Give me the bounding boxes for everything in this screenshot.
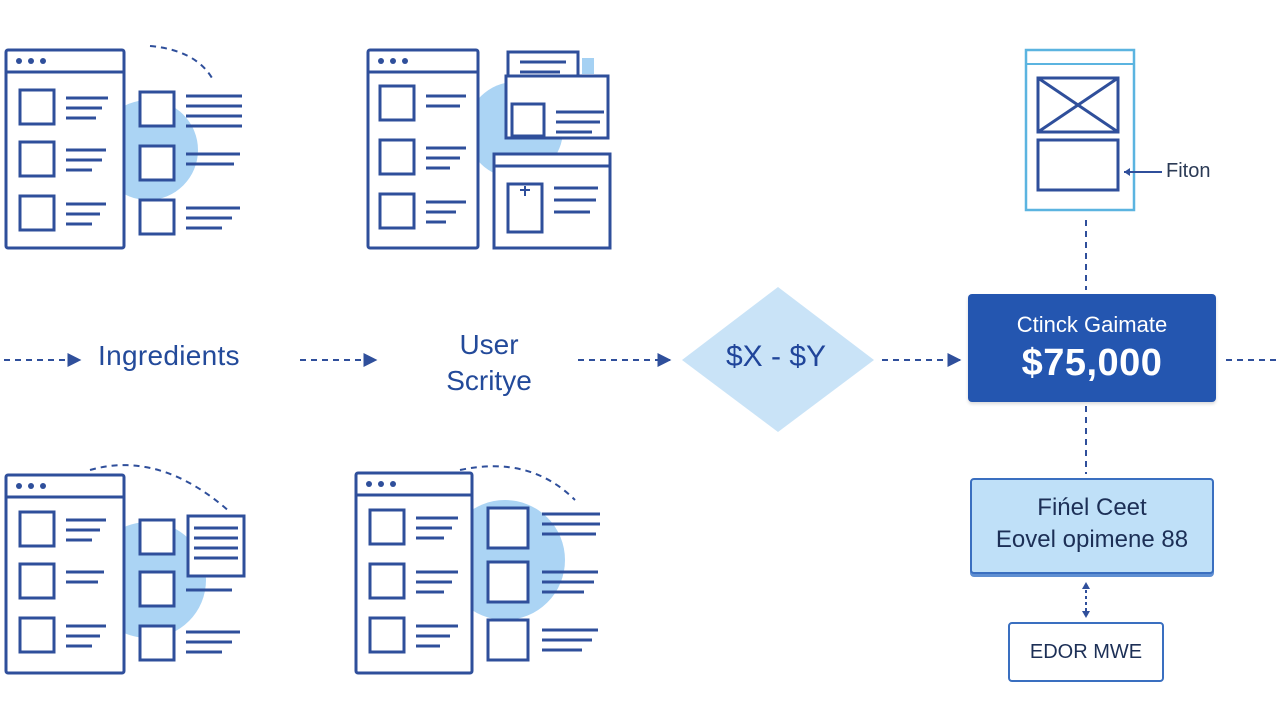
browser-window-icon	[354, 465, 600, 675]
bottom-label-box: EDOR MWE	[1008, 622, 1164, 682]
list-card	[504, 74, 610, 140]
browser-window-icon	[4, 45, 242, 250]
wireframe-mockup	[1024, 48, 1162, 212]
user-stories-label: User Scritye	[414, 327, 564, 399]
estimate-box: Ctinck Gaimate $75,000	[968, 294, 1216, 402]
estimate-value: $75,000	[1021, 342, 1163, 384]
final-cost-subtitle: Eovel opimene 88	[995, 526, 1189, 553]
image-placeholder-icon	[1036, 76, 1120, 134]
range-diamond	[682, 287, 874, 432]
final-cost-box: Fińel Ceet Eovel opimene 88	[970, 478, 1214, 574]
final-cost-title: Fińel Ceet	[1037, 494, 1147, 521]
browser-window-icon	[4, 464, 246, 675]
flow-arrows	[4, 220, 1278, 618]
side-label: Fiton	[1166, 160, 1211, 182]
image-placeholder-icon	[492, 152, 612, 250]
user-label-line1: User	[459, 329, 519, 360]
ingredients-label: Ingredients	[98, 340, 240, 371]
range-label: $X - $Y	[725, 340, 827, 373]
user-label-line2: Scritye	[446, 365, 532, 396]
estimate-title: Ctinck Gaimate	[1016, 312, 1168, 337]
